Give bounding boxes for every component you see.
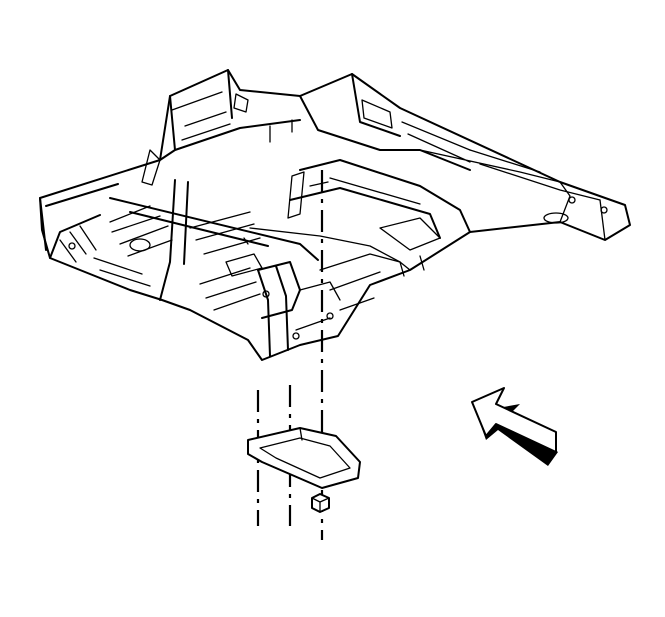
nut (311, 493, 330, 513)
bracket (247, 427, 361, 489)
direction-arrow-icon (471, 387, 558, 466)
floor-panel-assembly (39, 69, 631, 361)
